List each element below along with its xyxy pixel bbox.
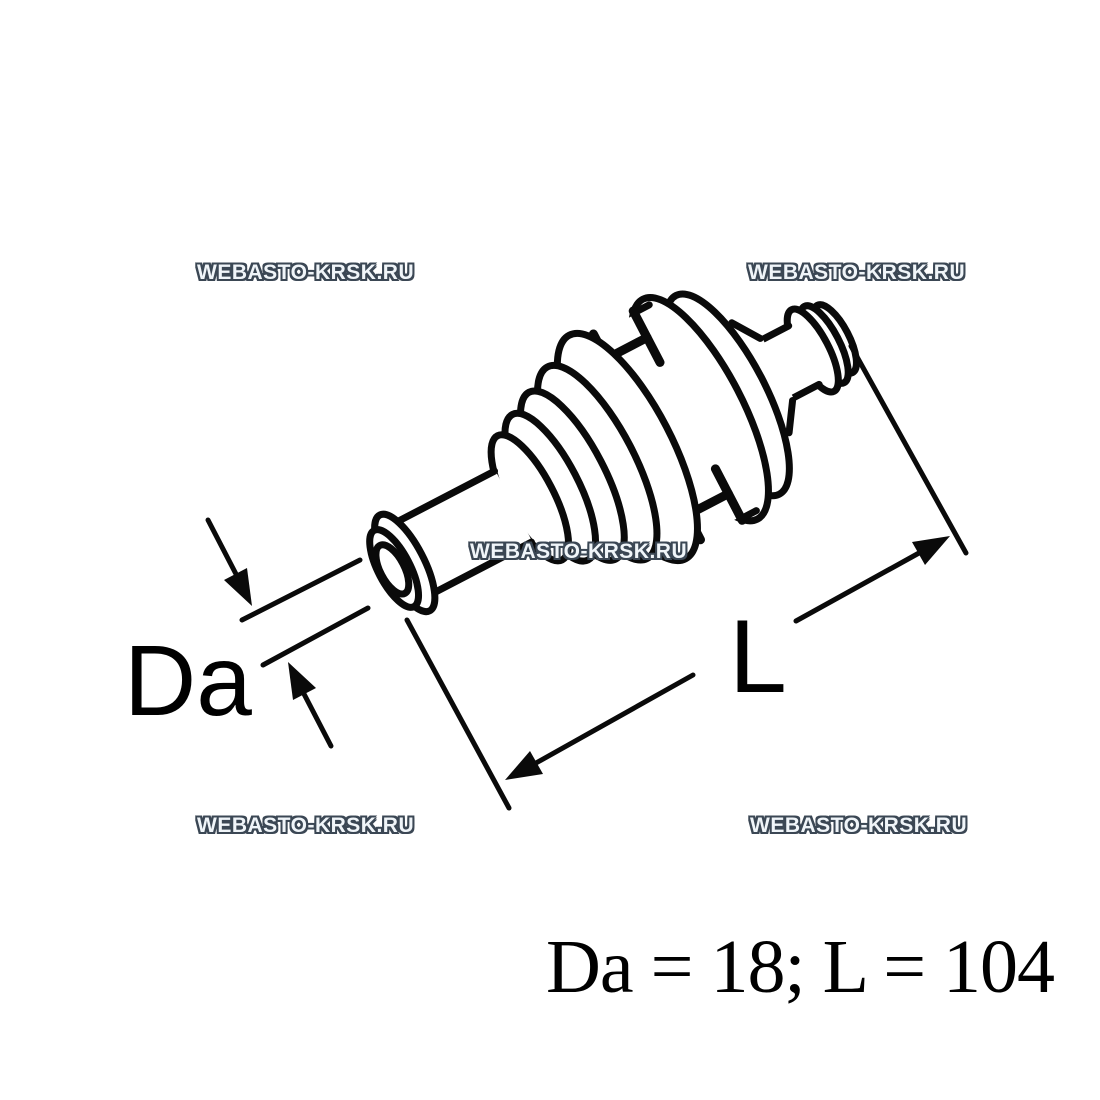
watermark-bottom-left: WEBASTO-KRSK.RU [197,814,415,837]
bore-opening [372,541,413,598]
watermark-top-left: WEBASTO-KRSK.RU [197,261,415,284]
l-dimension-line-left [533,672,696,766]
l-dimension-line-right [793,550,922,624]
l-arrow-left-head [505,751,543,780]
watermark-top-right: WEBASTO-KRSK.RU [748,261,966,284]
l-dimension [404,343,969,811]
da-extension-line-lower [260,605,371,668]
hose-connector [366,290,860,616]
da-extension-line-upper [239,557,363,623]
watermark-center: WEBASTO-KRSK.RU [470,540,688,563]
dimension-values-caption: Da = 18; L = 104 [546,925,1055,1009]
watermark-bottom-right: WEBASTO-KRSK.RU [750,814,968,837]
da-arrow-lower-shaft [300,689,334,749]
da-arrow-upper-head [224,568,252,606]
da-dimension [205,517,371,749]
l-extension-line-left [404,617,512,811]
l-extension-line-right [848,343,969,556]
da-arrow-upper-shaft [205,517,240,579]
diameter-label: Da [124,625,252,737]
l-arrow-right-head [912,536,950,565]
da-arrow-lower-head [288,662,316,700]
length-label: L [729,599,787,715]
